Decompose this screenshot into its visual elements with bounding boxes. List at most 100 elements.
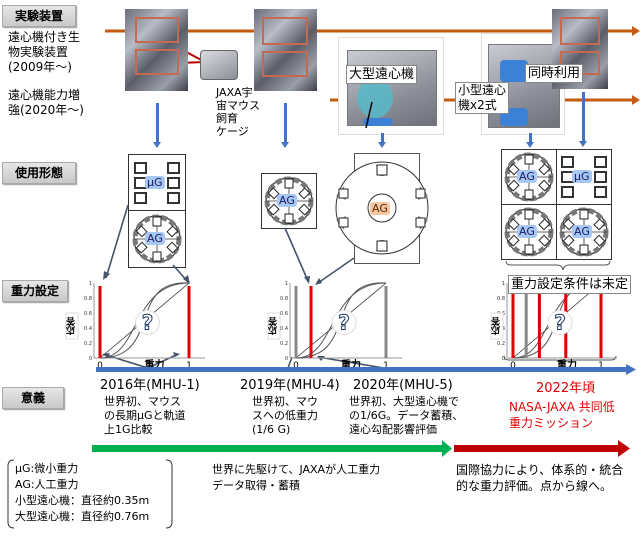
- y-tick-label: 0: [285, 356, 288, 362]
- legend-ag: AG:人工重力: [15, 478, 79, 491]
- y-axis-label-box: [267, 312, 281, 340]
- question-bubble: [331, 310, 357, 335]
- question-bubble: [135, 310, 160, 335]
- down-arrow-2022-small: [526, 133, 534, 148]
- equipment-desc-2009: 遠心機付き生 物実験装置 (2009年～): [8, 30, 81, 74]
- down-arrow-2020: [378, 133, 386, 148]
- gravity-setting-red-line: [511, 286, 515, 358]
- legend-box: μG:微小重力 AG:人工重力 小型遠心機：直径約0.35m 大型遠心機：直径約…: [4, 458, 174, 532]
- y-tick-label: 0.6: [280, 311, 288, 317]
- y-tick-label: 0.2: [280, 341, 288, 347]
- blue-timeline: [96, 364, 636, 375]
- red-arrow-head: [618, 440, 630, 457]
- y-tick-label: 0: [89, 356, 92, 362]
- usage-panel-2019-ag: AG: [261, 173, 317, 229]
- brace-top: [505, 260, 611, 271]
- chip-ag: AG: [572, 225, 592, 238]
- timeline-2009-arrowhead: [632, 26, 640, 36]
- y-tick-label: 0.4: [84, 326, 92, 332]
- gravity-setting-red-line: [537, 286, 541, 358]
- gravity-setting-red-line: [599, 286, 603, 358]
- usage-panel-2022-ag-2: AG: [501, 204, 557, 260]
- chip-ug: μG: [145, 176, 165, 189]
- y-tick-label: 0.6: [84, 311, 92, 317]
- chip-ag: AG: [517, 170, 537, 183]
- facility-photo-2019: [254, 9, 317, 91]
- milestone-year-2020: 2020年(MHU-5): [353, 378, 453, 393]
- green-arrow-description: 世界に先駆けて、JAXAが人工重力 データ取得・蓄積: [212, 463, 381, 492]
- red-arrow-description: 国際協力により、体系的・統合 的な重力評価。点から線へ。: [456, 463, 624, 493]
- red-arrow-body: [454, 445, 620, 452]
- equipment-desc-2020: 遠心機能力増 強(2020年～): [8, 88, 84, 117]
- question-mark: ?: [338, 311, 350, 335]
- green-arrow-head: [442, 440, 452, 457]
- milestone-text-2016: 世界初、マウス の長期μGと軌道 上1G比較: [104, 395, 186, 436]
- mouse-cage-label: JAXA宇 宙マウス 飼育 ケージ: [216, 86, 260, 138]
- question-mark: ?: [142, 311, 154, 335]
- y-tick-label: 0.2: [84, 341, 92, 347]
- down-arrow-2019: [281, 103, 289, 148]
- y-axis-label-box: [490, 312, 504, 340]
- x-tick-1: 1: [186, 361, 192, 370]
- row-label-gravity: 重力設定: [2, 280, 68, 302]
- y-tick-label: 0.8: [84, 296, 92, 302]
- usage-panel-2016-ag: AG: [128, 210, 186, 268]
- chip-ug: μG: [572, 170, 592, 183]
- large-centrifuge-image: [338, 37, 444, 135]
- down-arrow-2022-photo: [579, 92, 587, 147]
- legend-ug: μG:微小重力: [15, 462, 79, 475]
- simultaneous-use-callout: 同時利用: [525, 64, 584, 83]
- period-arrows: [92, 440, 630, 457]
- y-axis-label: 応答: [66, 316, 78, 336]
- chip-ag: AG: [277, 194, 297, 207]
- question-bubble: [547, 310, 573, 335]
- milestone-text-2022: NASA-JAXA 共同低 重力ミッション: [509, 400, 615, 430]
- y-tick-label: 0.8: [497, 296, 505, 302]
- usage-panel-2022-ug: μG: [556, 149, 612, 205]
- legend-small-centrifuge: 小型遠心機：直径約0.35m: [15, 494, 150, 507]
- gravity-setting-red-line: [98, 286, 102, 358]
- x-tick-1: 1: [383, 361, 389, 370]
- facility-photo-2016: [125, 9, 188, 91]
- chip-ag: AG: [517, 225, 537, 238]
- chip-ag-large: AG: [370, 202, 390, 215]
- usage-panel-2022-ag-3: AG: [556, 204, 612, 260]
- legend-brackets: [7, 459, 173, 529]
- gravity-setting-gray-line: [524, 286, 528, 358]
- milestone-text-2020: 世界初、大型遠心機で の1/6G。データ蓄積、 遠心勾配影響評価: [349, 395, 464, 436]
- x-tick-0: 0: [97, 361, 103, 370]
- usage-panel-2022-ag-1: AG: [501, 149, 557, 205]
- x-tick-0: 0: [293, 361, 299, 370]
- y-tick-label: 1: [89, 281, 92, 287]
- small-centrifuge-callout: 小型遠心 機x2式: [455, 82, 510, 114]
- large-centrifuge-pointer: [365, 101, 373, 129]
- legend-large-centrifuge: 大型遠心機：直径約0.76m: [15, 510, 150, 523]
- mouse-cage-image: [200, 50, 238, 80]
- milestone-year-2016: 2016年(MHU-1): [100, 378, 200, 393]
- green-arrow-body: [92, 445, 446, 452]
- large-rotor-diagram: [335, 161, 429, 255]
- row-label-significance: 意義: [2, 387, 64, 409]
- large-centrifuge-callout: 大型遠心機: [346, 65, 418, 84]
- x-tick-1: 1: [598, 361, 604, 370]
- milestone-year-2022: 2022年頃: [536, 381, 596, 396]
- milestone-year-2019: 2019年(MHU-4): [240, 378, 340, 393]
- y-axis-label-box: [65, 312, 79, 340]
- timeline-2020-arrowhead: [632, 95, 640, 105]
- y-tick-label: 0.4: [280, 326, 288, 332]
- y-axis-label: 応答: [491, 316, 503, 336]
- x-tick-0: 0: [510, 361, 516, 370]
- y-tick-label: 1: [502, 281, 505, 287]
- gravity-setting-red-line: [187, 286, 191, 358]
- brace-bottom: [503, 355, 617, 366]
- y-tick-label: 0: [502, 356, 505, 362]
- undecided-callout: 重力設定条件は未定: [508, 275, 632, 294]
- gravity-setting-gray-line: [294, 286, 298, 358]
- row-label-equipment: 実験装置: [2, 5, 76, 27]
- down-arrow-2016: [153, 103, 161, 148]
- gravity-setting-gray-line: [384, 286, 388, 358]
- y-tick-label: 0.2: [497, 341, 505, 347]
- y-tick-label: 0.8: [280, 296, 288, 302]
- question-mark: ?: [554, 311, 566, 335]
